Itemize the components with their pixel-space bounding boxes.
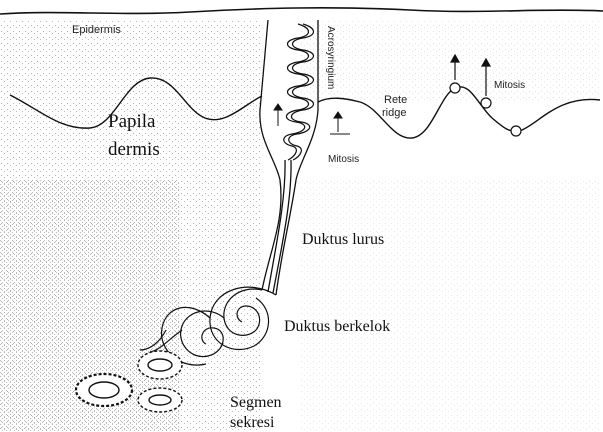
skin-surface-line <box>0 8 603 14</box>
label-rete-line2: ridge <box>382 107 406 119</box>
label-papila-line2: dermis <box>108 139 160 160</box>
label-epidermis: Epidermis <box>72 24 121 36</box>
label-acrosyringium: Acrosyringium <box>325 26 336 89</box>
label-mitosis-center: Mitosis <box>328 154 359 165</box>
label-duktus-berkelok: Duktus berkelok <box>284 318 390 335</box>
label-papila-line1: Papila <box>108 111 156 132</box>
label-duktus-lurus: Duktus lurus <box>302 231 384 248</box>
label-mitosis-right: Mitosis <box>494 80 525 91</box>
mitosis-arrows-center <box>274 104 350 134</box>
label-segmen-line2: sekresi <box>230 414 275 431</box>
label-segmen-line1: Segmen <box>230 394 282 411</box>
label-rete-line1: Rete <box>384 94 407 106</box>
